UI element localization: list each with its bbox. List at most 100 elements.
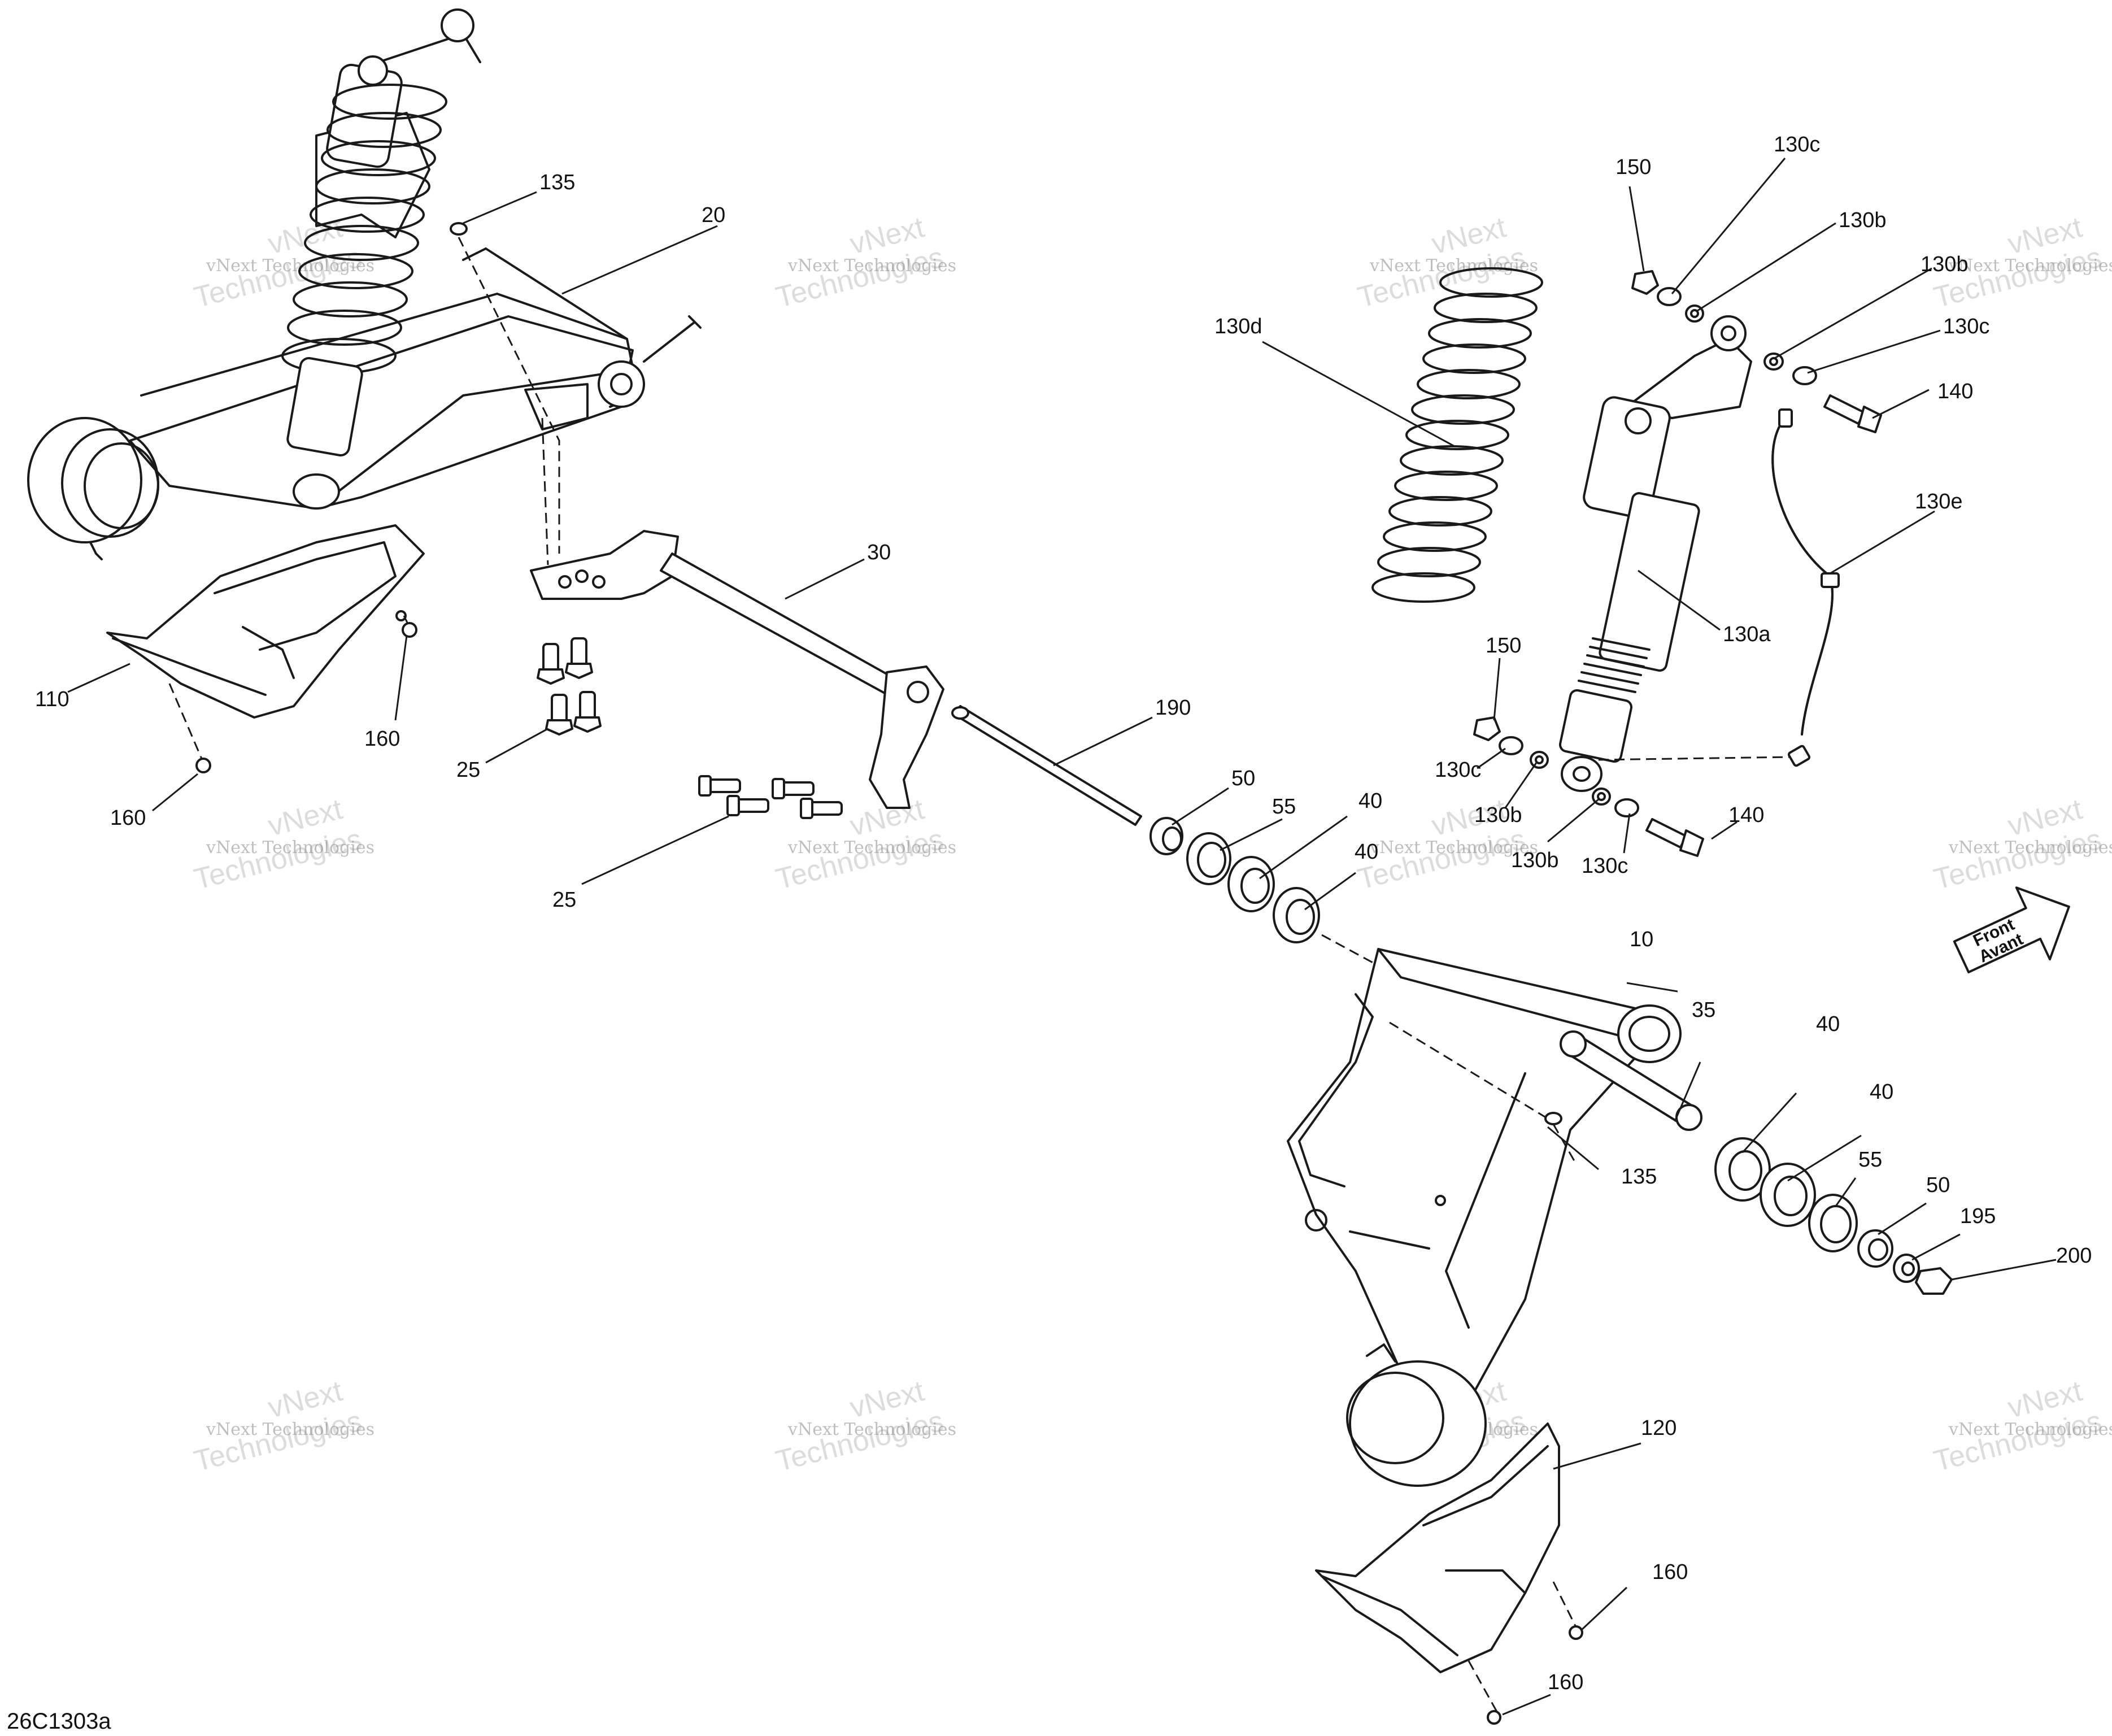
nut-150-upper (1631, 270, 1659, 295)
bolt-140-lower (1645, 818, 1704, 857)
spacer-50-left (1149, 817, 1183, 855)
callout-50: 50 (1926, 1173, 1950, 1197)
swing-arm-10-pivot (1617, 1004, 1682, 1063)
spring-130d (1371, 267, 1543, 603)
guard-110 (106, 524, 425, 763)
shaft-35 (1560, 1030, 1702, 1131)
arm-20-pivot (598, 360, 645, 408)
callout-40: 40 (1355, 840, 1378, 864)
callout-120: 120 (1641, 1416, 1676, 1440)
callout-110: 110 (35, 688, 69, 711)
shock-lower-eye-130a (1561, 756, 1602, 792)
bearing-40-left-a (1227, 856, 1275, 912)
callout-130b: 130b (1921, 253, 1969, 276)
bolt-140-upper (1823, 394, 1882, 433)
watermark-label-mid-center: vNext Technologies (787, 838, 956, 858)
bolt-25-b (565, 637, 593, 679)
bolt-25-a (537, 643, 565, 685)
guard-120 (1315, 1422, 1577, 1712)
bolt-25-d (573, 691, 602, 733)
callout-40: 40 (1816, 1012, 1840, 1036)
callout-130c: 130c (1582, 854, 1628, 878)
nut-160-lower (195, 758, 211, 773)
grease-fitting-135-lower (1544, 1112, 1562, 1125)
hose-130e (1771, 408, 1840, 767)
nut-200 (1915, 1267, 1953, 1295)
swing-arm-10 (1287, 948, 1682, 1487)
front-direction-arrow: Front Avant (1953, 886, 2070, 973)
callout-130b: 130b (1839, 208, 1887, 232)
seal-55-right (1808, 1194, 1858, 1252)
washer-130b-upper-b (1763, 353, 1784, 371)
callout-150: 150 (1615, 155, 1651, 179)
callout-25: 25 (552, 888, 576, 912)
nut-150-lower (1473, 716, 1501, 741)
watermark-label-bottom-left: vNext Technologies (206, 1420, 375, 1439)
axle-190 (951, 705, 1142, 826)
callout-40: 40 (1870, 1080, 1893, 1104)
callout-40: 40 (1358, 789, 1382, 813)
cross-bar-30 (530, 417, 944, 809)
callout-10: 10 (1630, 928, 1653, 951)
callout-50: 50 (1231, 767, 1255, 790)
callout-195: 195 (1960, 1204, 1996, 1228)
callout-200: 200 (2056, 1244, 2092, 1268)
callout-160: 160 (1548, 1670, 1583, 1694)
shock-absorber-130a (1558, 315, 1791, 792)
bushing-130c-lower-a (1499, 736, 1523, 755)
nut-160-right-lower (1487, 1710, 1501, 1725)
callout-140: 140 (1728, 803, 1764, 827)
bolts-25-vertical (537, 637, 602, 736)
shock-lower-body-top-left (286, 357, 363, 456)
callout-150: 150 (1486, 634, 1521, 658)
bolts-25-horizontal (698, 775, 843, 819)
callout-130b: 130b (1511, 849, 1559, 872)
bushing-130c-upper-a (1657, 287, 1682, 306)
callout-140: 140 (1937, 380, 1973, 403)
callout-130b: 130b (1474, 803, 1522, 827)
bolt-25-f (772, 778, 815, 799)
leader-lines (67, 158, 2057, 1716)
bushing-130c-lower-b (1614, 798, 1639, 817)
bolt-25-c (545, 694, 573, 736)
diagram-code: 26C1303a (7, 1709, 111, 1734)
callout-30: 30 (867, 541, 891, 564)
watermark-label-top-right: vNext Technologies (1948, 256, 2112, 276)
shock-body-130a (1599, 492, 1700, 672)
arm-20-body (129, 315, 634, 510)
bushing-130c-upper-b (1792, 366, 1817, 385)
spacer-50-right (1857, 1229, 1893, 1268)
nut-160-upper (402, 622, 417, 638)
watermark-label-mid-right: vNext Technologies (1948, 838, 2112, 858)
watermark-label-top-center: vNext Technologies (787, 256, 956, 276)
watermark-label-bottom-right: vNext Technologies (1948, 1420, 2112, 1439)
callout-130c: 130c (1943, 315, 1989, 338)
callout-130c: 130c (1435, 758, 1481, 782)
callout-135: 135 (1621, 1165, 1657, 1189)
callout-160: 160 (1652, 1560, 1688, 1584)
bolt-25-g (726, 795, 769, 816)
callout-130e: 130e (1915, 490, 1963, 514)
callout-160: 160 (364, 727, 400, 751)
callout-130a: 130a (1723, 623, 1771, 646)
nut-160-right-upper (1569, 1625, 1583, 1640)
seal-55-left (1186, 832, 1231, 885)
callout-35: 35 (1692, 998, 1715, 1022)
bolt-25-h (800, 798, 843, 819)
callout-190: 190 (1155, 696, 1191, 720)
callout-20: 20 (702, 203, 725, 227)
washer-130b-lower-a (1530, 751, 1549, 769)
bearing-40-left-b (1273, 887, 1320, 943)
bearing-40-right-a (1714, 1137, 1771, 1202)
arm-20-bracket (524, 383, 589, 430)
alignment-line-shock (1598, 756, 1791, 761)
cross-bar-30-tube (660, 552, 905, 702)
bearing-40-right-b (1760, 1163, 1816, 1227)
bolt-25-e (698, 775, 741, 797)
grease-fitting-135-top (450, 222, 468, 236)
watermark-label-mid-left: vNext Technologies (206, 838, 375, 858)
callout-55: 55 (1272, 795, 1296, 819)
washer-195 (1893, 1254, 1920, 1283)
callout-labels: 135 20 30 110 160 160 25 25 190 50 55 40… (35, 133, 2092, 1694)
